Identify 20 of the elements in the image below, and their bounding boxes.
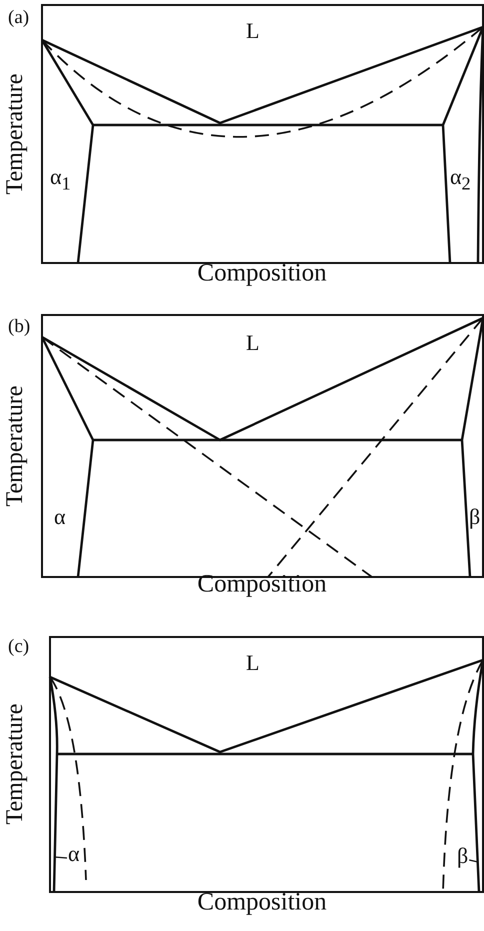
- phase-label: α: [54, 506, 66, 528]
- axis-title: Temperature: [3, 704, 27, 824]
- axis-title: Composition: [197, 890, 327, 914]
- axis-title: Temperature: [3, 386, 27, 506]
- leader-line: [469, 859, 478, 863]
- phase-label: β: [457, 845, 468, 867]
- phase-label: β: [469, 506, 480, 528]
- axis-title: Composition: [197, 260, 327, 286]
- phase-label: L: [246, 332, 260, 354]
- panel-label: (b): [8, 317, 30, 336]
- leader-line: [54, 856, 68, 859]
- axis-title: Composition: [197, 572, 327, 596]
- panel-label: (c): [8, 637, 30, 656]
- phase-label: α$_{2}$: [450, 166, 471, 193]
- panel-label: (a): [8, 8, 30, 27]
- phase-label: L: [246, 20, 260, 42]
- phase-label: L: [246, 652, 260, 674]
- phase-label: α$_{1}$: [50, 166, 71, 193]
- axis-title: Temperature: [3, 74, 27, 194]
- phase-label: α: [68, 843, 80, 865]
